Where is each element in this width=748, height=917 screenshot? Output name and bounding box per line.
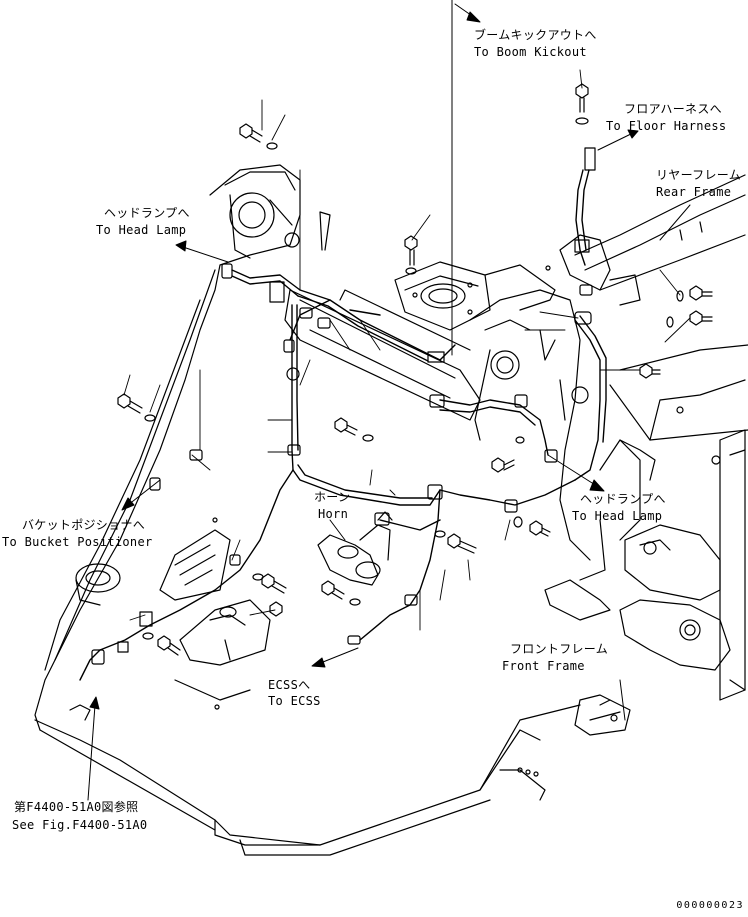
label-rear-frame-en: Rear Frame bbox=[656, 185, 732, 199]
label-front-frame-en: Front Frame bbox=[502, 659, 585, 673]
clamps bbox=[91, 147, 596, 665]
right-structure bbox=[579, 429, 746, 701]
label-boom-kickout-en: To Boom Kickout bbox=[474, 45, 587, 59]
label-bucket-positioner-jp: バケットポジショナへ bbox=[22, 518, 146, 532]
bolts bbox=[117, 83, 713, 656]
label-floor-harness-jp: フロアハーネスへ bbox=[624, 102, 722, 116]
horn bbox=[317, 511, 393, 586]
label-horn-jp: ホーン bbox=[314, 490, 351, 504]
label-front-frame-jp: フロントフレーム bbox=[510, 642, 609, 656]
label-see-fig-jp: 第F4400-51A0図参照 bbox=[14, 800, 139, 814]
label-head-lamp-right-en: To Head Lamp bbox=[572, 509, 663, 523]
kickout-plate bbox=[394, 261, 556, 331]
label-head-lamp-left-en: To Head Lamp bbox=[96, 223, 187, 237]
label-head-lamp-right-jp: ヘッドランプへ bbox=[580, 492, 666, 506]
lower-bracket bbox=[174, 599, 271, 710]
label-boom-kickout-jp: ブームキックアウトへ bbox=[474, 28, 597, 42]
base-plate bbox=[34, 694, 631, 856]
front-frame-right-arm bbox=[469, 289, 611, 621]
rear-frame bbox=[559, 174, 748, 481]
label-horn-en: Horn bbox=[318, 507, 349, 521]
label-rear-frame-jp: リヤーフレーム bbox=[656, 168, 742, 182]
drawing-code: 000000023 bbox=[676, 900, 744, 911]
label-see-fig-en: See Fig.F4400-51A0 bbox=[12, 818, 148, 832]
direction-arrows bbox=[87, 0, 691, 801]
leader-lines bbox=[123, 69, 691, 631]
label-head-lamp-left-jp: ヘッドランプへ bbox=[104, 206, 190, 220]
cross-member bbox=[284, 211, 481, 421]
wiring-harness bbox=[79, 169, 607, 681]
label-ecss-en: To ECSS bbox=[268, 694, 321, 708]
label-ecss-jp: ECSSへ bbox=[268, 678, 311, 692]
label-floor-harness-en: To Floor Harness bbox=[606, 119, 727, 133]
bucket-positioner-bracket bbox=[75, 517, 231, 606]
front-frame-left-arm bbox=[34, 164, 301, 731]
label-bucket-positioner-en: To Bucket Positioner bbox=[2, 535, 153, 549]
